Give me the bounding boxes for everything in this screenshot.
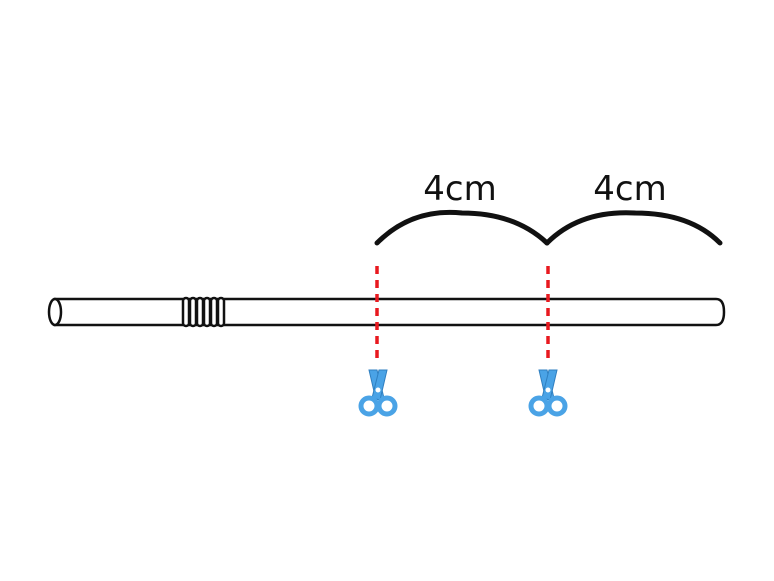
scissors-icon bbox=[361, 370, 395, 414]
segment-2-length-label: 4cm bbox=[593, 169, 666, 209]
straw-body bbox=[53, 297, 726, 327]
brace-segment-1 bbox=[374, 209, 550, 246]
segment-1-length-label: 4cm bbox=[423, 169, 496, 209]
measurement-braces bbox=[374, 209, 723, 246]
brace-segment-2 bbox=[544, 210, 723, 246]
scissors-icon bbox=[531, 370, 565, 414]
straw-open-end bbox=[47, 297, 63, 327]
straw-bendable-ridges bbox=[181, 296, 226, 328]
straw bbox=[47, 296, 726, 328]
cut-lines bbox=[375, 266, 550, 358]
